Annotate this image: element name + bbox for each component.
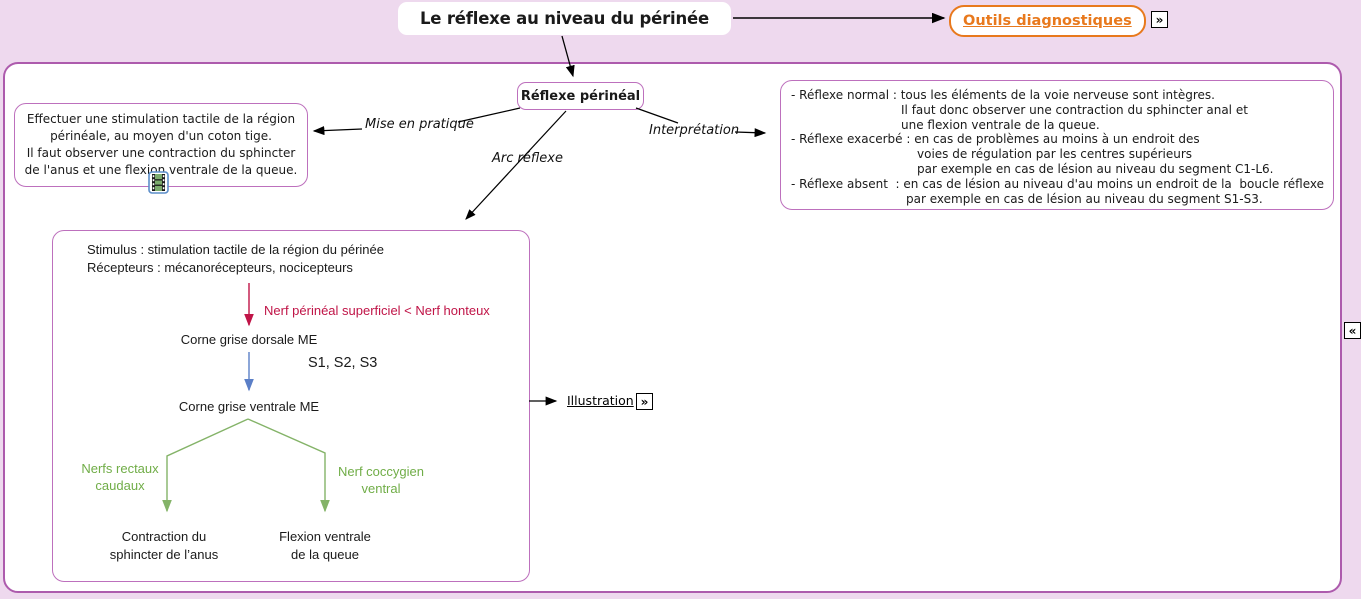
outils-diagnostiques-link[interactable]: Outils diagnostiques <box>949 5 1146 37</box>
ventral-horn-label: Corne grise ventrale ME <box>178 399 320 414</box>
practice-line: périnéale, au moyen d'un coton tige. <box>50 129 272 143</box>
node-reflexe-perineal-label: Réflexe périnéal <box>520 88 641 104</box>
interpretation-line: une flexion ventrale de la queue. <box>901 117 1100 132</box>
effect-right-label: Flexion ventrale de la queue <box>279 529 371 562</box>
outils-diagnostiques-label: Outils diagnostiques <box>963 13 1132 29</box>
edge-label-mise-en-pratique: Mise en pratique <box>365 117 474 132</box>
film-icon[interactable] <box>148 171 169 198</box>
spinal-segments-label: S1, S2, S3 <box>308 355 378 371</box>
page-title: Le réflexe au niveau du périnée <box>398 2 731 35</box>
stimulus-text: Stimulus : stimulation tactile de la rég… <box>87 242 384 257</box>
interpretation-line: par exemple en cas de lésion au niveau d… <box>906 191 1263 206</box>
interpretation-line: - Réflexe exacerbé : en cas de problèmes… <box>791 132 1200 147</box>
interpretation-box: - Réflexe normal : tous les éléments de … <box>780 80 1334 210</box>
practice-line: de l'anus et une flexion ventrale de la … <box>24 163 298 177</box>
interpretation-line: par exemple en cas de lésion au niveau d… <box>917 161 1274 176</box>
nerve-right-label: Nerf coccygien ventral <box>338 464 424 496</box>
interpretation-line: Il faut donc observer une contraction du… <box>901 102 1248 117</box>
receptors-text: Récepteurs : mécanorécepteurs, nocicepte… <box>87 260 353 275</box>
interpretation-line: voies de régulation par les centres supé… <box>917 147 1193 162</box>
edge-label-interpretation: Interprétation <box>649 123 740 138</box>
nerve-left-label: Nerfs rectaux caudaux <box>81 461 159 493</box>
effect-left-label: Contraction du sphincter de l’anus <box>109 529 219 562</box>
afferent-nerve-label: Nerf périnéal superficiel < Nerf honteux <box>264 303 490 318</box>
practice-line: Effectuer une stimulation tactile de la … <box>26 112 296 126</box>
edge-label-arc-reflexe: Arc réflexe <box>492 151 563 166</box>
practice-line: Il faut observer une contraction du sphi… <box>26 146 296 160</box>
interpretation-line: - Réflexe normal : tous les éléments de … <box>791 88 1215 102</box>
arc-reflexe-box: Stimulus : stimulation tactile de la rég… <box>52 230 530 582</box>
sidebar-collapse-double-chevron-left-icon[interactable]: « <box>1344 322 1361 339</box>
node-reflexe-perineal[interactable]: Réflexe périnéal <box>517 82 644 110</box>
illustration-double-chevron-right-icon[interactable]: » <box>636 393 653 410</box>
outils-double-chevron-right-icon[interactable]: » <box>1151 11 1168 28</box>
dorsal-horn-label: Corne grise dorsale ME <box>180 332 318 347</box>
page-title-label: Le réflexe au niveau du périnée <box>419 9 709 28</box>
illustration-link[interactable]: Illustration <box>567 393 634 408</box>
interpretation-line: - Réflexe absent : en cas de lésion au n… <box>791 176 1325 191</box>
